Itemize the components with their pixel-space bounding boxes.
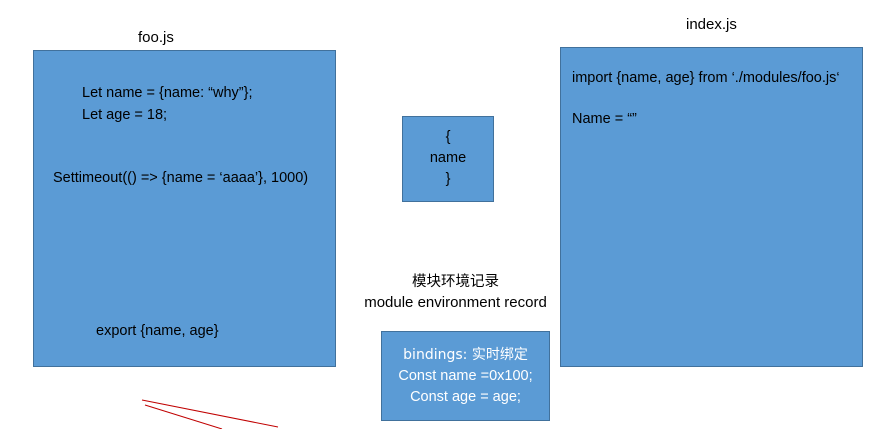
object-close-brace: } bbox=[445, 171, 451, 187]
name-object-box: { name } bbox=[402, 116, 494, 202]
index-line-import: import {name, age} from ‘./modules/foo.j… bbox=[572, 70, 840, 86]
record-title-cn: 模块环境记录 bbox=[412, 274, 499, 290]
foo-line-name: Let name = {name: “why”}; bbox=[82, 85, 253, 101]
object-open-brace: { bbox=[445, 129, 451, 145]
environment-record-box: bindings: 实时绑定 Const name =0x100; Const … bbox=[381, 331, 550, 421]
index-title: index.js bbox=[686, 16, 737, 33]
foo-line-age: Let age = 18; bbox=[82, 107, 168, 123]
arrow-stroke-lower bbox=[144, 404, 223, 429]
foo-line-export: export {name, age} bbox=[96, 323, 219, 339]
foo-module-box: Let name = {name: “why”}; Let age = 18; … bbox=[33, 50, 336, 367]
foo-title: foo.js bbox=[138, 29, 174, 46]
index-line-assign: Name = “” bbox=[572, 111, 637, 127]
arrow-stroke-upper bbox=[141, 399, 279, 428]
record-const-age: Const age = age; bbox=[410, 389, 521, 405]
index-module-box: import {name, age} from ‘./modules/foo.j… bbox=[560, 47, 863, 367]
record-const-name: Const name =0x100; bbox=[398, 368, 533, 384]
record-title-en: module environment record bbox=[364, 294, 547, 311]
foo-line-settimeout: Settimeout(() => {name = ‘aaaa’}, 1000) bbox=[53, 170, 309, 186]
object-name-label: name bbox=[429, 150, 467, 166]
record-bindings: bindings: 实时绑定 bbox=[403, 347, 528, 363]
